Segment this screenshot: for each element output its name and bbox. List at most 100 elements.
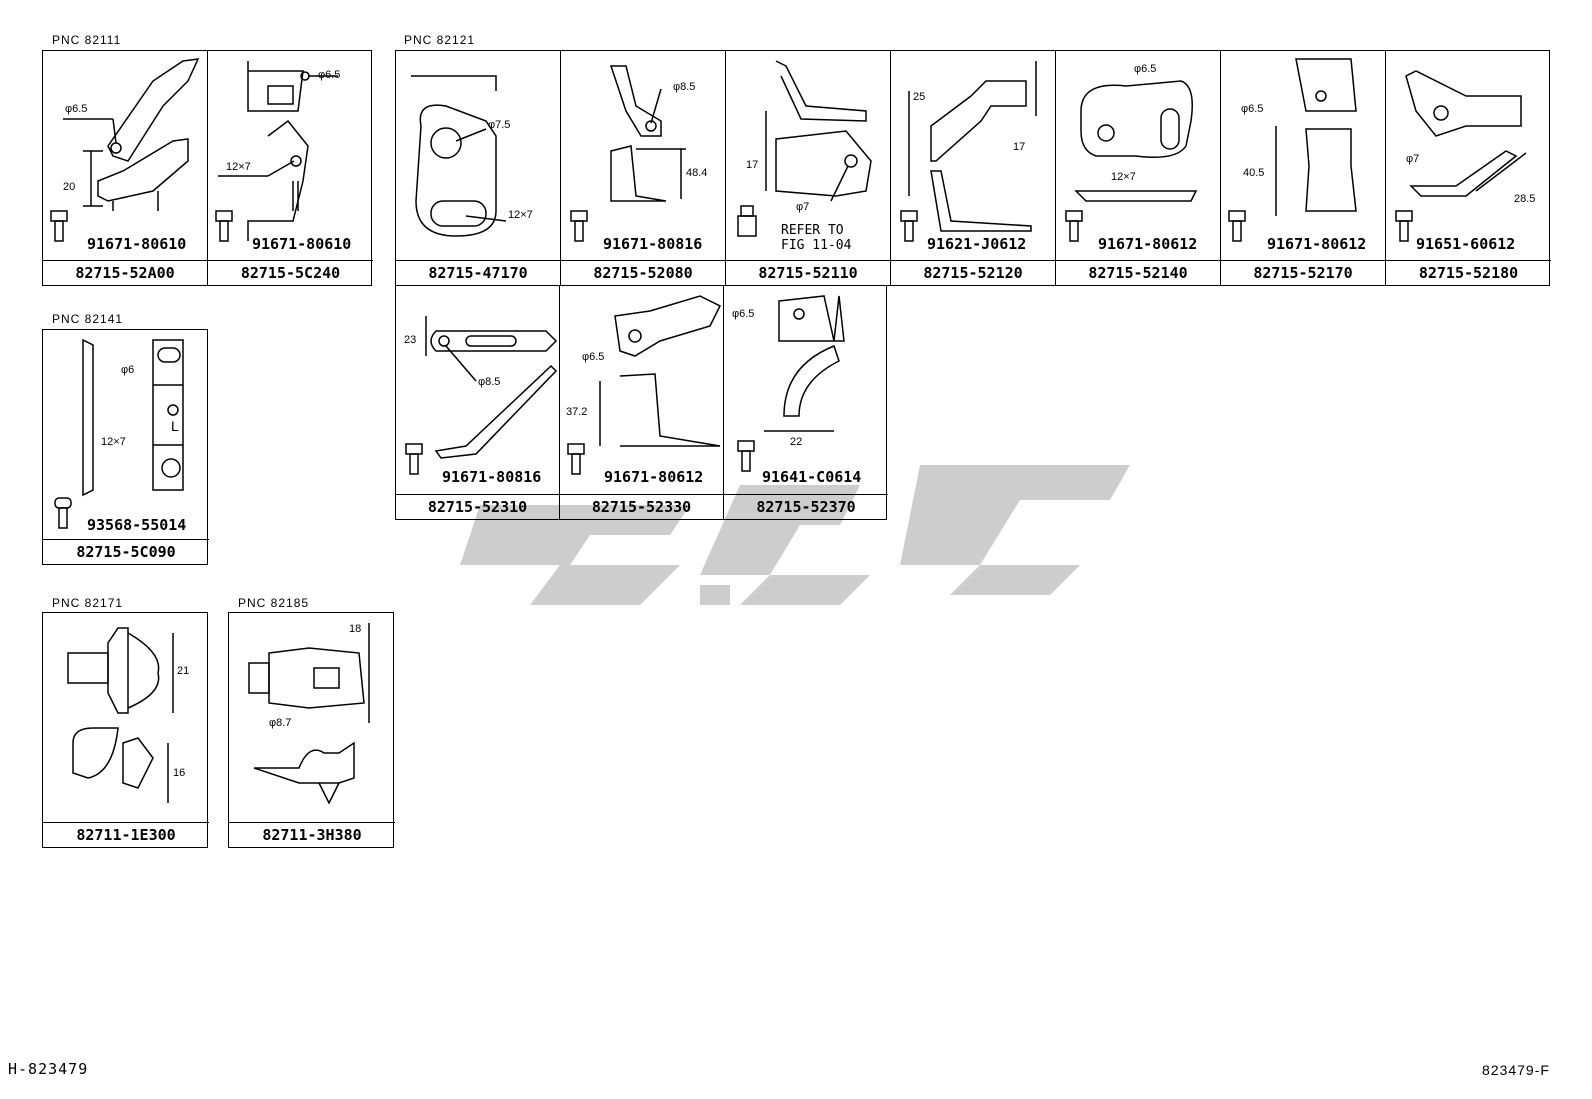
dim-label: 37.2 [566, 406, 588, 418]
bolt-part-number[interactable]: 91671-80610 [252, 235, 352, 253]
dim-label: 12×7 [226, 161, 251, 173]
part-number[interactable]: 82715-52110 [726, 260, 890, 285]
dim-label: 48.4 [686, 167, 708, 179]
part-cell[interactable]: φ6.5 37.2 91671-80612 82715-52330 [560, 286, 724, 519]
part-number[interactable]: 82715-52180 [1386, 260, 1551, 285]
group-82111: φ6.5 20 91671-80610 82715-52A00 φ6.5 12×… [42, 50, 373, 286]
pnc-label-82171: PNC 82171 [52, 596, 124, 610]
dim-label: L [171, 418, 179, 434]
refer-note-line: FIG 11-04 [781, 238, 852, 253]
part-number[interactable]: 82711-1E300 [43, 822, 209, 847]
part-number[interactable]: 82715-52170 [1221, 260, 1385, 285]
part-number[interactable]: 82715-52080 [561, 260, 725, 285]
pnc-label-82111: PNC 82111 [52, 33, 122, 47]
bracket-drawing [215, 61, 338, 242]
part-cell[interactable]: φ6.5 12×7 91671-80612 82715-52140 [1056, 51, 1221, 285]
part-number[interactable]: 82715-47170 [396, 260, 560, 285]
dim-label: 21 [177, 665, 190, 677]
dim-label: φ6 [121, 364, 135, 376]
group-82171: 21 16 82711-1E300 [42, 612, 209, 848]
bolt-part-number[interactable]: 91671-80612 [1098, 235, 1198, 253]
group-82141: φ6 12×7 L 93568-55014 82715-5C090 [42, 329, 209, 565]
part-number[interactable]: 82715-52120 [891, 260, 1055, 285]
part-cell[interactable]: φ6 12×7 L 93568-55014 82715-5C090 [43, 330, 209, 564]
bracket-drawing [570, 65, 686, 242]
bracket-drawing [54, 338, 184, 529]
dim-label: φ6.5 [1241, 103, 1264, 115]
dim-label: φ8.5 [673, 81, 696, 93]
group-82121-row2: 23 φ8.5 91671-80816 82715-52310 φ6.5 37.… [395, 285, 888, 520]
part-cell[interactable]: φ6.5 20 91671-80610 82715-52A00 [43, 51, 208, 285]
part-cell[interactable]: 25 17 91621-J0612 82715-52120 [891, 51, 1056, 285]
dim-label: 12×7 [1111, 171, 1136, 183]
bolt-part-number[interactable]: 91671-80610 [87, 235, 187, 253]
part-cell[interactable]: 23 φ8.5 91671-80816 82715-52310 [396, 286, 560, 519]
dim-label: 22 [790, 436, 803, 448]
part-cell[interactable]: φ6.5 40.5 91671-80612 82715-52170 [1221, 51, 1386, 285]
dim-label: 25 [913, 91, 926, 103]
bolt-part-number[interactable]: 91641-C0614 [762, 468, 862, 486]
bolt-part-number[interactable]: 91671-80612 [604, 468, 704, 486]
bolt-part-number[interactable]: 93568-55014 [87, 516, 187, 534]
watermark-logo [460, 465, 1130, 605]
part-cell[interactable]: φ6.5 12×7 91671-80610 82715-5C240 [208, 51, 373, 285]
bracket-drawing [900, 61, 1037, 242]
bolt-part-number[interactable]: 91651-60612 [1416, 235, 1516, 253]
bracket-drawing [411, 75, 507, 237]
refer-note: REFER TO FIG 11-04 [781, 223, 851, 253]
part-cell[interactable]: 21 16 82711-1E300 [43, 613, 209, 847]
bracket-drawing [737, 60, 872, 237]
dim-label: φ6.5 [318, 69, 341, 81]
part-number[interactable]: 82715-52310 [396, 494, 559, 519]
bracket-drawing [1395, 70, 1527, 242]
part-cell[interactable]: φ6.5 22 91641-C0614 82715-52370 [724, 286, 888, 519]
dim-label: φ6.5 [582, 351, 605, 363]
dim-label: 17 [1013, 141, 1026, 153]
part-number[interactable]: 82711-3H380 [229, 822, 395, 847]
part-number[interactable]: 82715-52A00 [43, 260, 207, 285]
dim-label: 12×7 [101, 436, 126, 448]
bracket-drawing [737, 295, 845, 472]
dim-label: 40.5 [1243, 167, 1265, 179]
refer-note-line: REFER TO [781, 223, 844, 238]
pnc-label-82141: PNC 82141 [52, 312, 124, 326]
clip-drawing [248, 623, 370, 805]
bracket-drawing [1065, 80, 1198, 242]
clip-drawing [67, 627, 174, 803]
dim-label: 23 [404, 334, 417, 346]
part-number[interactable]: 82715-5C090 [43, 539, 209, 564]
footer-right-ref: 823479-F [1482, 1062, 1550, 1078]
dim-label: 28.5 [1514, 193, 1536, 205]
dim-label: 12×7 [508, 209, 533, 221]
part-number[interactable]: 82715-52330 [560, 494, 723, 519]
dim-label: 17 [746, 159, 759, 171]
part-cell[interactable]: φ7.5 12×7 82715-47170 [396, 51, 561, 285]
dim-label: 20 [63, 181, 76, 193]
part-cell[interactable]: φ7 28.5 91651-60612 82715-52180 [1386, 51, 1551, 285]
footer-left-ref: H-823479 [8, 1060, 89, 1078]
part-number[interactable]: 82715-52140 [1056, 260, 1220, 285]
dim-label: 16 [173, 767, 186, 779]
pnc-label-82121: PNC 82121 [404, 33, 476, 47]
part-cell[interactable]: 17 φ7 REFER TO FIG 11-04 82715-52110 [726, 51, 891, 285]
dim-label: φ8.5 [478, 376, 501, 388]
dim-label: φ8.7 [269, 717, 292, 729]
bolt-part-number[interactable]: 91671-80816 [603, 235, 703, 253]
bolt-part-number[interactable]: 91671-80816 [442, 468, 542, 486]
dim-label: φ6.5 [732, 308, 755, 320]
part-number[interactable]: 82715-5C240 [208, 260, 373, 285]
dim-label: φ6.5 [65, 103, 88, 115]
pnc-label-82185: PNC 82185 [238, 596, 310, 610]
bracket-drawing [405, 316, 558, 475]
dim-label: φ7.5 [488, 119, 511, 131]
dim-label: 18 [349, 623, 362, 635]
part-number[interactable]: 82715-52370 [724, 494, 888, 519]
bolt-part-number[interactable]: 91621-J0612 [927, 235, 1027, 253]
dim-label: φ6.5 [1134, 63, 1157, 75]
bracket-drawing [567, 295, 722, 475]
dim-label: φ7 [1406, 153, 1420, 165]
dim-label: φ7 [796, 201, 810, 213]
part-cell[interactable]: 18 φ8.7 82711-3H380 [229, 613, 395, 847]
part-cell[interactable]: φ8.5 48.4 91671-80816 82715-52080 [561, 51, 726, 285]
bolt-part-number[interactable]: 91671-80612 [1267, 235, 1367, 253]
